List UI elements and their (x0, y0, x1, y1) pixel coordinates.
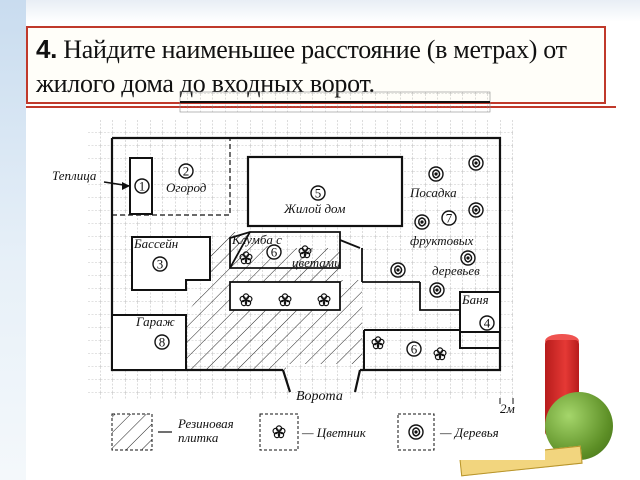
label-bath: Баня (461, 292, 489, 307)
label-trees-word: деревьев (432, 263, 480, 278)
legend-tiles-1: Резиновая (177, 416, 234, 431)
label-garage: Гараж (135, 314, 175, 329)
legend: Резиновая плитка — Цветник — Деревья (111, 413, 499, 451)
number-5: 5 (315, 186, 322, 201)
number-8: 8 (159, 335, 166, 350)
top-stripe (0, 0, 640, 22)
label-flowerbed-2: цветами (292, 255, 341, 270)
pool (131, 236, 211, 291)
label-planting: Посадка (409, 185, 457, 200)
label-garden: Огород (166, 180, 207, 195)
number-3: 3 (157, 257, 164, 272)
label-greenhouse: Теплица (52, 168, 97, 183)
legend-flowerbed: — Цветник (301, 425, 367, 440)
label-scale: 2м (500, 401, 515, 416)
label-house: Жилой дом (283, 201, 345, 216)
fence (112, 136, 502, 372)
task-number: 4. (36, 34, 58, 64)
legend-trees: — Деревья (439, 425, 499, 440)
label-pool: Бассейн (133, 236, 178, 251)
label-fruit-trees: фруктовых (410, 233, 474, 248)
label-gate: Ворота (296, 389, 343, 404)
number-1: 1 (139, 179, 146, 194)
number-6-flowerbed: 6 (271, 245, 278, 260)
number-2: 2 (183, 164, 190, 179)
left-decor-strip (0, 0, 26, 480)
number-4: 4 (484, 316, 491, 331)
number-6-flower-garden: 6 (411, 342, 418, 357)
number-7: 7 (446, 211, 453, 226)
label-flowerbed-1: Клумба с (231, 232, 282, 247)
garage (111, 314, 187, 371)
legend-tiles-2: плитка (178, 430, 219, 445)
